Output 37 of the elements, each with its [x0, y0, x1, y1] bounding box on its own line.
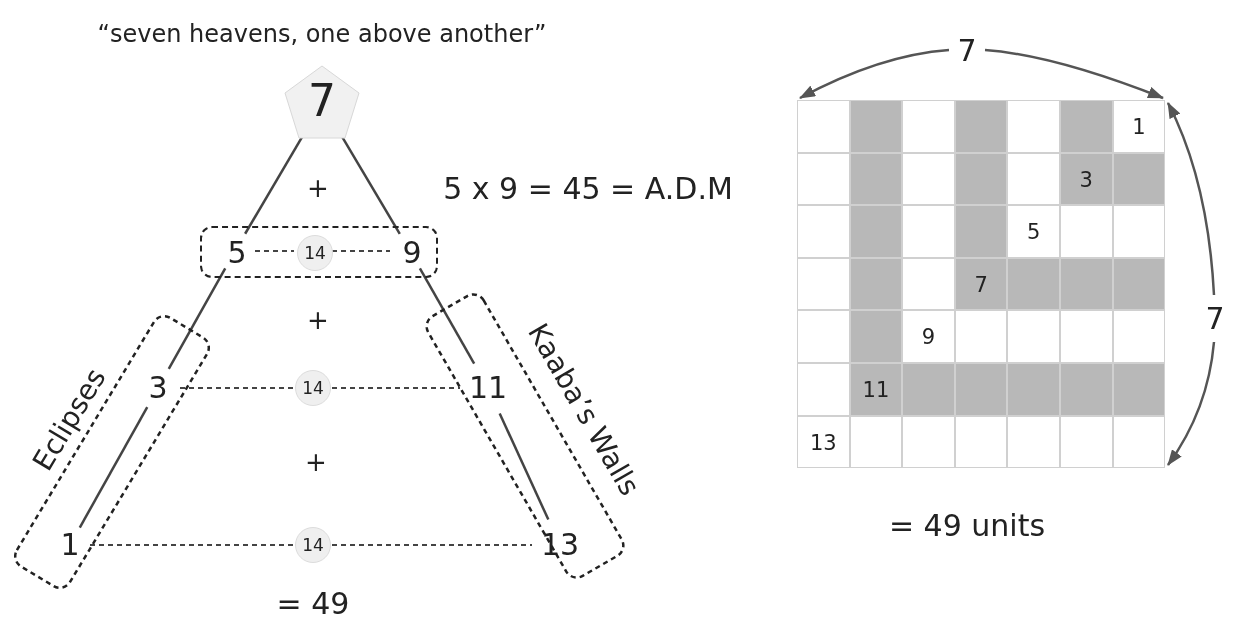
dashed-connector — [331, 250, 391, 252]
dashed-connector — [254, 250, 295, 252]
dashed-group-outline — [200, 226, 438, 278]
number-label: 13 — [540, 527, 580, 563]
title: “seven heavens, one above another” — [97, 20, 547, 48]
plus-sign: + — [307, 173, 329, 203]
sum-circle: 14 — [295, 527, 331, 563]
grid-cell: 9 — [902, 310, 955, 363]
dimension-label: 7 — [1205, 301, 1225, 335]
sum-text: = 49 units — [888, 508, 1046, 542]
grid-cell: 7 — [954, 257, 1008, 311]
plus-sign: + — [307, 305, 329, 335]
dashed-connector — [331, 544, 533, 546]
pentagon-node: 7 — [284, 65, 360, 139]
grid-cell: 3 — [1060, 152, 1113, 206]
sum-circle: 14 — [295, 370, 331, 406]
number-label: 11 — [468, 370, 508, 406]
dashed-connector — [89, 544, 295, 546]
number-label: 5 — [227, 235, 247, 271]
grid-cell: 13 — [797, 415, 850, 469]
connector-line — [167, 267, 227, 370]
connector-line — [418, 267, 476, 365]
connector-line — [78, 406, 149, 529]
equation-text: 5 x 9 = 45 = A.D.M — [443, 171, 733, 205]
number-label: 9 — [402, 235, 422, 271]
number-label: 1 — [60, 527, 80, 563]
plus-sign: + — [305, 447, 327, 477]
number-label: 3 — [148, 370, 168, 406]
sum-circle: 14 — [297, 235, 333, 271]
sum-text: = 49 — [276, 586, 350, 620]
dashed-connector — [179, 387, 295, 389]
dashed-connector — [331, 387, 461, 389]
connector-line — [498, 412, 550, 521]
grid-cell: 1 — [1112, 100, 1166, 153]
grid-cell: 11 — [849, 363, 903, 416]
grid-cell: 5 — [1007, 205, 1060, 258]
dimension-label: 7 — [957, 33, 977, 67]
